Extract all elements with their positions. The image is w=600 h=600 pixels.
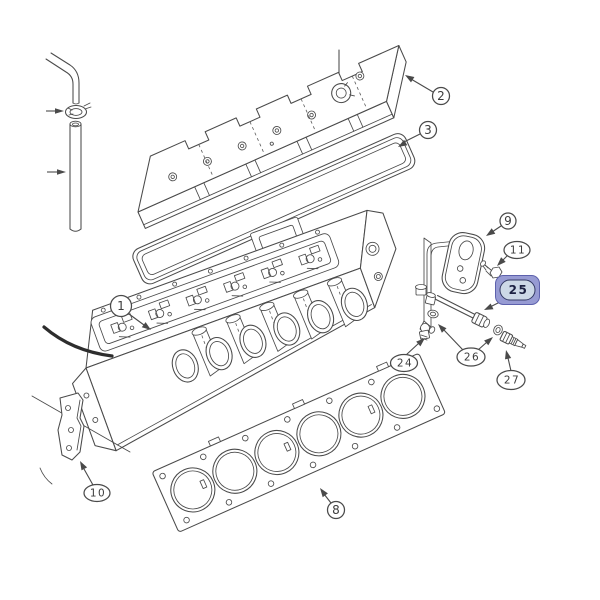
- gasket-tabs: [208, 361, 390, 447]
- callout-3-label: 3: [424, 123, 432, 137]
- callout-8-label: 8: [332, 503, 340, 517]
- callout-8[interactable]: 8: [326, 500, 346, 520]
- callout-27[interactable]: 27: [496, 369, 526, 391]
- callout-26[interactable]: 26: [456, 347, 486, 367]
- callout-2-label: 2: [437, 89, 445, 103]
- adapter-fitting-drawing: [499, 330, 527, 349]
- port-fitting-stack: [415, 284, 439, 341]
- supply-tube-drawing: [434, 294, 491, 328]
- exhaust-ports: [171, 287, 368, 383]
- valve-cover-drawing: [137, 44, 407, 229]
- callout-27-label: 27: [504, 375, 520, 387]
- break-line-arc: [42, 325, 114, 358]
- elbow-hose-drawing: [45, 52, 80, 105]
- cylinder-head-drawing: [71, 209, 397, 452]
- callout-1[interactable]: 1: [109, 294, 133, 318]
- callout-24-label: 24: [397, 358, 413, 370]
- hose-clamp-drawing: [64, 102, 92, 120]
- head-gasket-drawing: [152, 353, 446, 532]
- head-right-end: [359, 209, 397, 309]
- sealing-ring-right: [493, 324, 503, 336]
- cover-rail-inner: [98, 240, 332, 344]
- callout-2[interactable]: 2: [431, 86, 451, 106]
- callout-9-label: 9: [504, 214, 512, 228]
- cover-front-ribs: [194, 113, 364, 200]
- callout-10[interactable]: 10: [83, 483, 111, 503]
- leader-lines: [80, 75, 512, 504]
- elbow-fitting-drawing: [419, 323, 436, 341]
- pointer-arrow-clamp: [46, 108, 64, 114]
- callout-24[interactable]: 24: [389, 353, 419, 373]
- callout-3[interactable]: 3: [418, 120, 438, 140]
- tube-nut: [471, 312, 491, 328]
- sealing-ring-left: [427, 309, 439, 319]
- callout-26-label: 26: [464, 352, 480, 364]
- pointer-arrow-tube: [47, 169, 66, 175]
- formed-tube-upper: [426, 240, 458, 297]
- callout-25-highlight-inner: [499, 279, 536, 301]
- callout-11-label: 11: [510, 245, 526, 257]
- rocker-detail-clusters: [110, 244, 323, 338]
- callout-25-label: 25: [509, 283, 529, 297]
- callout-10-label: 10: [90, 488, 106, 500]
- callout-1-label: 1: [117, 299, 125, 313]
- mounting-bracket-drawing: [441, 232, 486, 295]
- straight-tube-drawing: [69, 120, 82, 232]
- break-curve-small: [39, 467, 53, 485]
- callout-11[interactable]: 11: [503, 240, 531, 260]
- head-left-end: [71, 367, 117, 452]
- oil-filler-cap: [331, 82, 355, 104]
- deck-bolt-holes: [100, 229, 320, 313]
- cylinder-bores: [170, 373, 426, 513]
- callout-25-highlighted[interactable]: 25: [495, 275, 540, 305]
- callout-9[interactable]: 9: [499, 212, 517, 230]
- bolt-drawing: [480, 260, 503, 279]
- side-plate-drawing: [57, 392, 85, 461]
- cover-rail-outer: [90, 233, 340, 352]
